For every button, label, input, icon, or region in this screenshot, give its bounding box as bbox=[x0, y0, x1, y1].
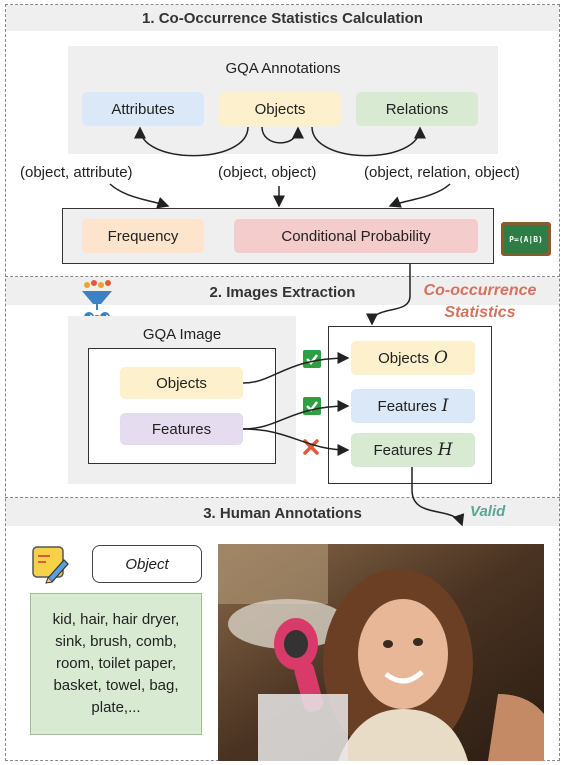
arrow-objects-to-output bbox=[242, 352, 350, 384]
section3-title: 3. Human Annotations bbox=[203, 505, 362, 522]
valid-label: Valid bbox=[470, 503, 506, 520]
image-features-label: Features bbox=[151, 420, 212, 438]
arc-objects-self bbox=[261, 126, 304, 144]
objects-box: Objects bbox=[219, 92, 341, 126]
tuple-object-relation-object: (object, relation, object) bbox=[364, 164, 520, 181]
object-list-text: kid, hair, hair dryer, sink, brush, comb… bbox=[52, 611, 180, 716]
arrow-tuple-right bbox=[388, 183, 451, 208]
section1-title-band bbox=[6, 5, 559, 31]
image-objects-label: Objects bbox=[156, 374, 207, 392]
output-features-h-label: Features bbox=[373, 441, 433, 459]
arrow-tuple-left bbox=[109, 183, 170, 209]
image-objects-box: Objects bbox=[120, 367, 243, 399]
tuple-object-attribute: (object, attribute) bbox=[20, 164, 133, 181]
section1-title: 1. Co-Occurrence Statistics Calculation bbox=[142, 10, 423, 27]
attributes-label: Attributes bbox=[111, 100, 175, 118]
sticky-note-pencil-icon bbox=[30, 544, 70, 584]
cooccurrence-statistics-label-line2: Statistics bbox=[444, 304, 516, 321]
section2-title: 2. Images Extraction bbox=[209, 284, 356, 301]
output-objects-symbol: O bbox=[433, 348, 448, 368]
human-annotation-photo bbox=[218, 544, 544, 761]
attributes-box: Attributes bbox=[82, 92, 204, 126]
gqa-annotations-title: GQA Annotations bbox=[225, 60, 341, 77]
objects-label: Objects bbox=[254, 100, 306, 118]
frequency-label: Frequency bbox=[107, 227, 179, 245]
output-features-i-symbol: I bbox=[441, 396, 449, 416]
arrow-features-to-output-i bbox=[242, 400, 350, 430]
object-list-box: kid, hair, hair dryer, sink, brush, comb… bbox=[30, 593, 202, 735]
arc-objects-to-attributes bbox=[134, 126, 249, 157]
tuple-object-object: (object, object) bbox=[218, 164, 317, 181]
check-objects-icon bbox=[303, 350, 321, 368]
arc-objects-to-relations bbox=[311, 126, 426, 157]
object-label: Object bbox=[125, 555, 169, 573]
section3-title-band bbox=[6, 498, 559, 526]
output-features-i-label: Features bbox=[377, 397, 437, 415]
section-divider-2 bbox=[5, 497, 560, 498]
arrow-valid-to-photo bbox=[411, 467, 465, 527]
frequency-box: Frequency bbox=[82, 219, 204, 253]
output-objects-label: Objects bbox=[378, 349, 429, 367]
image-features-box: Features bbox=[120, 413, 243, 445]
relations-box: Relations bbox=[356, 92, 478, 126]
relations-label: Relations bbox=[385, 100, 449, 118]
conditional-probability-box: Conditional Probability bbox=[234, 219, 478, 253]
gqa-image-title: GQA Image bbox=[142, 326, 222, 343]
conditional-probability-label: Conditional Probability bbox=[281, 227, 431, 245]
cooccurrence-statistics-label-line1: Co-occurrence bbox=[423, 282, 537, 299]
arrow-statistics-to-output bbox=[366, 264, 411, 326]
formula-text: P=(A|B) bbox=[504, 225, 548, 253]
section-divider-1 bbox=[5, 276, 560, 277]
object-label-box: Object bbox=[92, 545, 202, 583]
output-features-h-symbol: H bbox=[437, 440, 453, 460]
arrow-features-to-output-h bbox=[242, 428, 350, 456]
chalkboard-formula-icon: P=(A|B) bbox=[501, 222, 551, 256]
